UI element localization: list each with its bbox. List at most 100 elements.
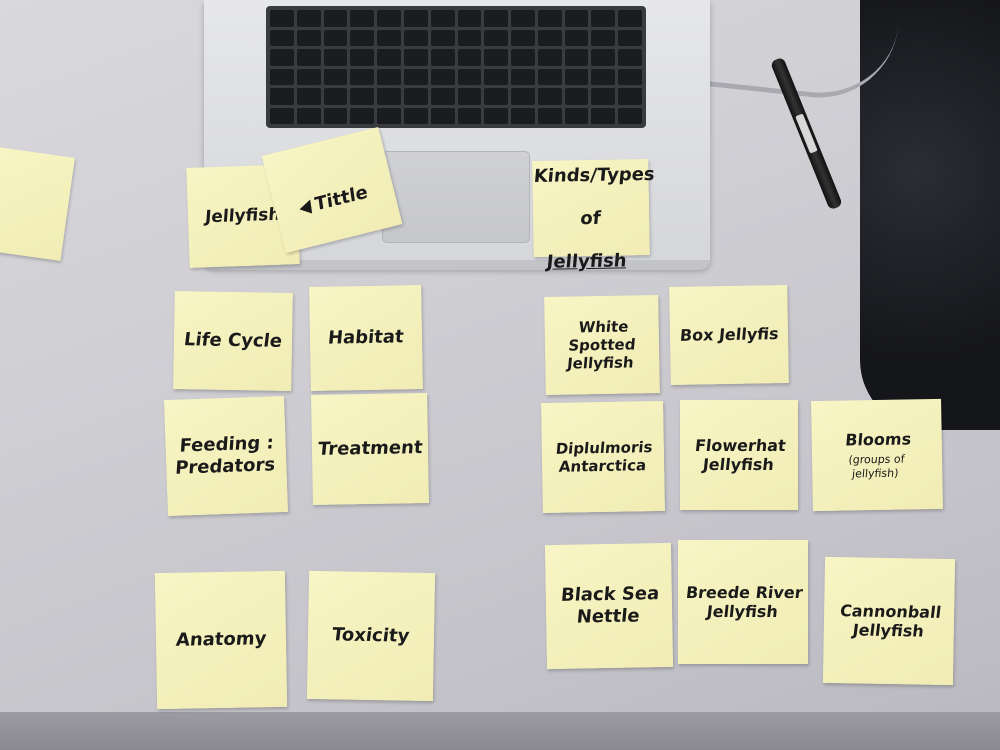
keyboard-key [270,49,294,66]
keyboard-key [564,10,589,27]
note-anatomy: Anatomy [154,570,288,710]
note-diplulmoris: Diplulmoris Antarctica [541,400,665,514]
keyboard-key [484,68,509,85]
keyboard-key [591,10,616,27]
note-kinds-line1: Kinds/Types [532,163,656,187]
note-habitat-text: Habitat [327,326,405,349]
keyboard-key [457,10,482,27]
keyboard-key [323,29,348,46]
note-black-sea-text: Black Sea Nettle [559,583,661,628]
keyboard-key [511,29,535,46]
keyboard-key [564,88,589,105]
triangle-arrow-icon [298,199,313,217]
note-black-sea-nettle: Black Sea Nettle [544,542,674,670]
keyboard-key [430,68,455,85]
note-jellyfish-text: Jellyfish [204,204,282,228]
keyboard-key [377,29,401,46]
keyboard-key [350,68,375,85]
keyboard-key [511,88,535,105]
black-bag [860,0,1000,430]
keyboard-key [377,68,401,85]
keyboard-key [350,29,375,46]
note-title-text: Tittle [313,181,369,216]
note-white-spotted: White Spotted Jellyfish [544,295,660,395]
keyboard-key [537,88,562,105]
note-toxicity-text: Toxicity [331,624,411,647]
keyboard-key [618,49,642,66]
keyboard-key [430,88,455,105]
keyboard-key [511,10,535,27]
note-blooms: Blooms (groups of jellyfish) [811,398,943,512]
note-habitat: Habitat [309,285,423,391]
note-treatment-text: Treatment [316,437,424,461]
keyboard-key [270,107,294,124]
keyboard-key [430,29,455,46]
keyboard-key [591,49,616,66]
laptop-front-edge [204,260,710,270]
keyboard-key [618,107,642,124]
keyboard-key [350,88,375,105]
keyboard-key [403,29,428,46]
keyboard-key [430,49,455,66]
keyboard-key [403,107,428,124]
keyboard-key [270,68,294,85]
keyboard-key [296,49,321,66]
note-white-spotted-text: White Spotted Jellyfish [566,317,637,373]
keyboard-key [484,29,509,46]
keyboard-key [511,49,535,66]
keyboard-key [296,29,321,46]
keyboard-key [618,68,642,85]
note-box-jellyfish: Box Jellyfis [669,284,789,386]
keyboard-key [403,68,428,85]
trackpad [382,151,530,243]
note-cannonball: Cannonball Jellyfish [822,556,956,686]
note-feeding-text: Feeding : Predators [174,432,276,479]
keyboard-key [537,10,562,27]
keyboard-key [296,10,321,27]
keyboard-key [511,68,535,85]
keyboard-key [377,49,401,66]
keyboard-key [296,68,321,85]
keyboard-key [350,49,375,66]
keyboard-key [537,68,562,85]
keyboard-key [377,107,401,124]
keyboard-key [377,10,401,27]
keyboard-key [457,29,482,46]
keyboard-key [270,88,294,105]
keyboard-key [270,29,294,46]
note-treatment: Treatment [311,392,429,506]
keyboard-key [323,68,348,85]
keyboard-key [403,10,428,27]
note-diplulmoris-text: Diplulmoris Antarctica [554,438,653,476]
keyboard-key [323,88,348,105]
note-kinds-types: Kinds/Types of Jellyfish [532,158,655,273]
keyboard-key [457,107,482,124]
note-life-cycle: Life Cycle [173,290,293,392]
keyboard-key [323,49,348,66]
keyboard-key [591,107,616,124]
note-toxicity: Toxicity [306,570,436,702]
keyboard-key [537,29,562,46]
note-anatomy-text: Anatomy [174,628,268,652]
keyboard-key [564,49,589,66]
keyboard-key [484,107,509,124]
note-life-cycle-text: Life Cycle [182,329,284,353]
keyboard-key [618,29,642,46]
keyboard-key [323,107,348,124]
note-kinds-line3: Jellyfish [545,250,628,273]
keyboard-key [564,29,589,46]
note-blooms-text: Blooms [844,429,913,450]
floor [0,712,1000,750]
keyboard-key [591,88,616,105]
keyboard-key [296,107,321,124]
keyboard-key [457,49,482,66]
note-kinds-line2: of [579,207,602,230]
keyboard-key [591,29,616,46]
keyboard-key [564,107,589,124]
keyboard-key [377,88,401,105]
note-breede-text: Breede River Jellyfish [684,582,804,621]
keyboard-key [457,68,482,85]
keyboard-key [537,107,562,124]
keyboard-key [323,10,348,27]
keyboard-key [350,10,375,27]
